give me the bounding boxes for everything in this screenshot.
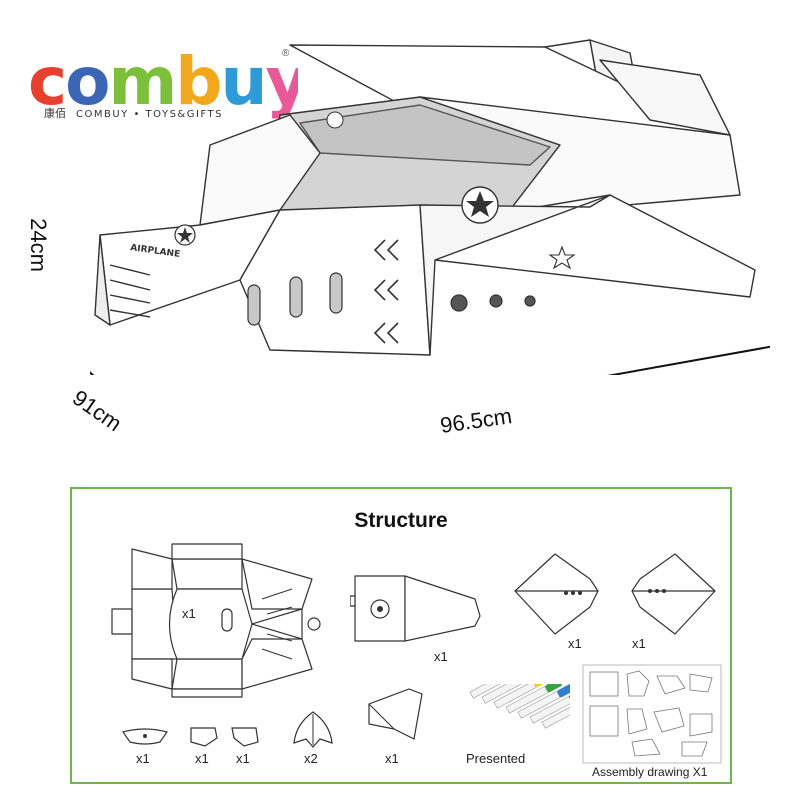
- marker-pen: [469, 684, 513, 699]
- marker-pen: [481, 684, 525, 704]
- left-wing-qty: x1: [568, 636, 582, 651]
- structure-panel: Structure x1: [70, 487, 732, 784]
- marker-pen: [493, 684, 550, 709]
- seat-qty: x1: [385, 751, 399, 766]
- marker-pen: [505, 684, 562, 714]
- registered-mark: ®: [282, 48, 290, 59]
- depth-dimension-label: 91cm: [67, 384, 127, 437]
- svg-text:combuy: combuy: [28, 43, 298, 120]
- small-tab-part-drawing-2: [231, 727, 259, 747]
- markers-caption: Presented: [466, 751, 526, 766]
- brand-logo-wordmark: combuy: [28, 43, 298, 120]
- small-dish-part-drawing: [122, 728, 168, 745]
- small-tab-part-drawing: [190, 727, 218, 747]
- main-body-panel-drawing: [111, 543, 321, 698]
- right-wing-qty: x1: [632, 636, 646, 651]
- brand-tagline-text: COMBUY • TOYS&GIFTS: [76, 109, 223, 120]
- width-dimension-label: 96.5cm: [438, 403, 514, 438]
- cardboard-airplane-drawing: AIRPLANE: [90, 39, 770, 375]
- marker-pen: [541, 700, 570, 729]
- nose-cone-qty: x1: [434, 649, 448, 664]
- small-tab-qty-1: x1: [195, 751, 209, 766]
- structure-title: Structure: [354, 509, 448, 532]
- marker-pen: [517, 684, 570, 719]
- right-wing-part-drawing: [631, 553, 716, 635]
- nose-cone-part-drawing: [350, 575, 481, 642]
- assembly-caption: Assembly drawing X1: [592, 765, 708, 779]
- main-body-qty: x1: [182, 606, 196, 621]
- brand-tagline: 康佰 COMBUY • TOYS&GIFTS: [44, 105, 223, 121]
- brand-chinese-name: 康佰: [44, 107, 66, 120]
- marker-pens: [469, 684, 570, 729]
- fin-part-drawing: [293, 711, 333, 748]
- fin-qty: x2: [304, 751, 318, 766]
- left-wing-part-drawing: [514, 553, 599, 635]
- marker-pen: [529, 689, 570, 724]
- height-dimension-label: 24cm: [26, 218, 51, 272]
- assembly-drawing-sheet: [582, 664, 722, 764]
- small-tab-qty-2: x1: [236, 751, 250, 766]
- seat-part-drawing: [368, 688, 423, 740]
- small-dish-qty: x1: [136, 751, 150, 766]
